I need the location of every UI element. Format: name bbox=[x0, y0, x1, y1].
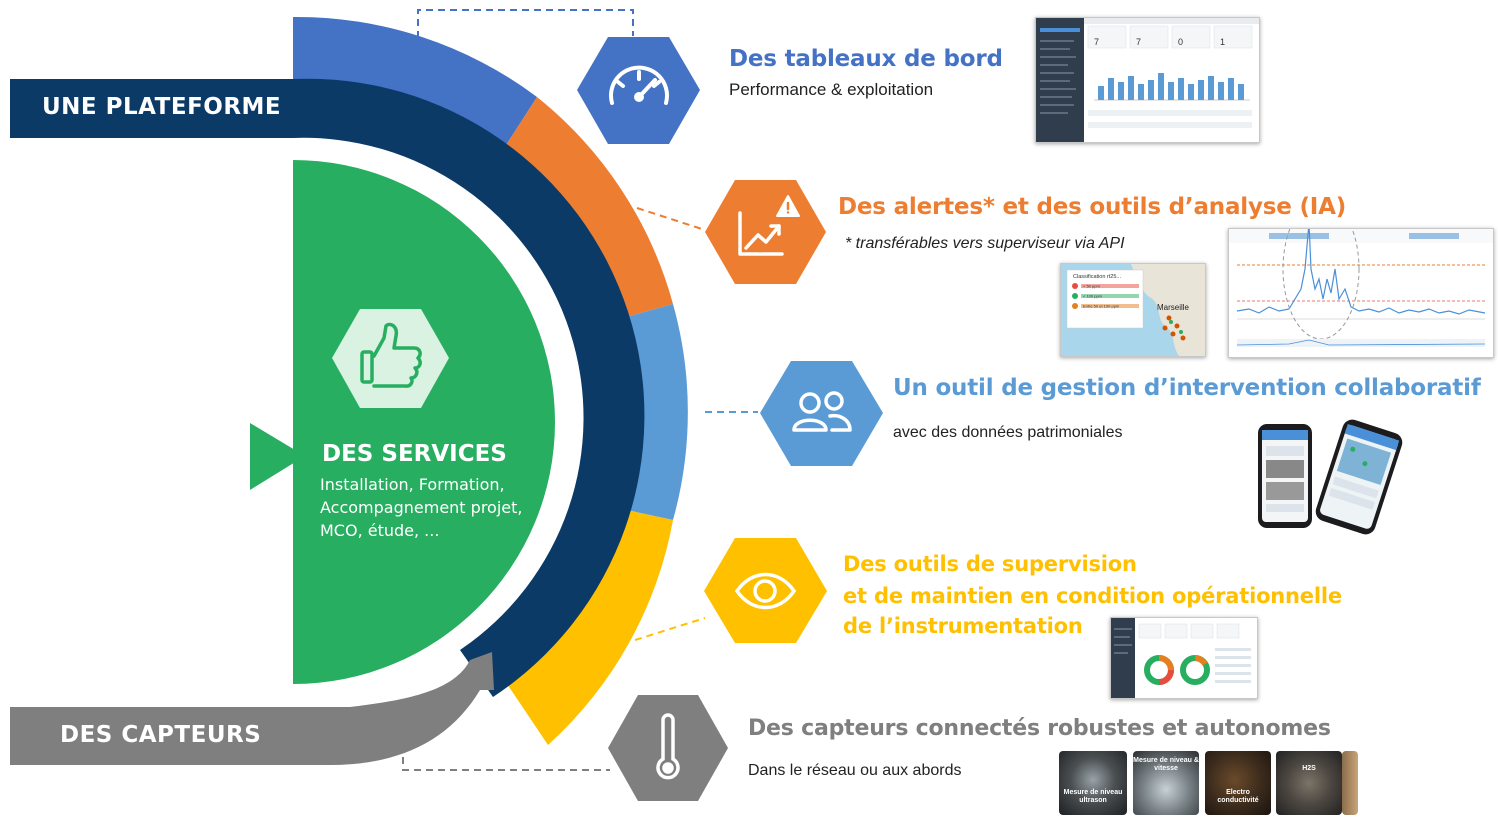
map-row: < 100 ppm bbox=[1083, 294, 1103, 299]
collaboration-hexagon bbox=[760, 361, 883, 466]
sensor-photo bbox=[1342, 751, 1358, 815]
dashboard-screenshot: 7 7 0 1 bbox=[1035, 17, 1260, 143]
supervision-title-line: Des outils de supervision bbox=[843, 552, 1137, 576]
kpi-value: 7 bbox=[1136, 37, 1141, 47]
services-line: Installation, Formation, bbox=[320, 475, 505, 494]
services-line: Accompagnement projet, bbox=[320, 498, 523, 517]
kpi-value: 1 bbox=[1220, 37, 1225, 47]
sensors-band bbox=[10, 652, 494, 765]
platform-band bbox=[10, 79, 293, 138]
services-half-disc bbox=[293, 160, 555, 684]
thumbs-up-icon bbox=[360, 322, 422, 388]
services-line: MCO, étude, ... bbox=[320, 521, 440, 540]
alert-timeseries-screenshot bbox=[1228, 228, 1494, 358]
collaboration-subtitle: avec des données patrimoniales bbox=[893, 424, 1123, 441]
collaboration-title: Un outil de gestion d’intervention colla… bbox=[893, 375, 1481, 401]
services-pointer bbox=[250, 423, 305, 490]
ring-segment-alerts bbox=[490, 97, 673, 330]
alerts-title: Des alertes* et des outils d’analyse (IA… bbox=[838, 194, 1347, 220]
eye-icon bbox=[734, 572, 797, 610]
sensor-photo: H2S bbox=[1276, 751, 1342, 815]
phone-mockup bbox=[1258, 424, 1312, 528]
alert-map-screenshot: Classification rt25... < 50 ppm < 100 pp… bbox=[1060, 263, 1206, 357]
connector-alerts bbox=[636, 207, 706, 231]
thumbs-up-hexagon bbox=[332, 309, 449, 408]
map-city: Marseille bbox=[1157, 303, 1190, 312]
sensors-title: Des capteurs connectés robustes et auton… bbox=[748, 716, 1331, 741]
services-title: DES SERVICES bbox=[322, 441, 507, 467]
alerts-hexagon bbox=[705, 180, 826, 284]
sensor-photo: Mesure de niveau ultrason bbox=[1059, 751, 1127, 815]
connector-dashboards bbox=[417, 9, 634, 38]
sensor-photo: Mesure de niveau & vitesse bbox=[1133, 751, 1199, 815]
sensors-subtitle: Dans le réseau ou aux abords bbox=[748, 762, 962, 779]
ring-segment-supervision bbox=[493, 500, 673, 745]
kpi-value: 7 bbox=[1094, 37, 1099, 47]
dashboards-hexagon bbox=[577, 37, 700, 144]
users-icon bbox=[792, 391, 852, 432]
sensors-label: DES CAPTEURS bbox=[60, 722, 262, 748]
supervision-title-line: de l’instrumentation bbox=[843, 614, 1083, 638]
sensors-hexagon bbox=[608, 695, 728, 801]
dashboards-subtitle: Performance & exploitation bbox=[729, 80, 934, 99]
supervision-hexagon bbox=[704, 538, 827, 643]
map-row: Entre 50 et 100 ppm bbox=[1083, 304, 1120, 309]
sensor-photo: Electro conductivité bbox=[1205, 751, 1271, 815]
alert-chart-icon bbox=[738, 195, 800, 256]
map-row: < 50 ppm bbox=[1083, 284, 1100, 289]
map-row: Classification rt25... bbox=[1073, 274, 1121, 280]
connector-sensors bbox=[402, 745, 610, 771]
thermometer-icon bbox=[656, 713, 680, 780]
dashboards-title: Des tableaux de bord bbox=[729, 46, 1003, 72]
supervision-title-line: et de maintien en condition opérationnel… bbox=[843, 584, 1342, 608]
platform-label: UNE PLATEFORME bbox=[42, 94, 282, 120]
alerts-subtitle: * transférables vers superviseur via API bbox=[845, 235, 1125, 252]
speedometer-icon bbox=[609, 65, 669, 105]
connector-supervision bbox=[634, 617, 706, 641]
platform-arc bbox=[293, 78, 645, 697]
supervision-screenshot bbox=[1110, 617, 1258, 699]
kpi-value: 0 bbox=[1178, 37, 1183, 47]
